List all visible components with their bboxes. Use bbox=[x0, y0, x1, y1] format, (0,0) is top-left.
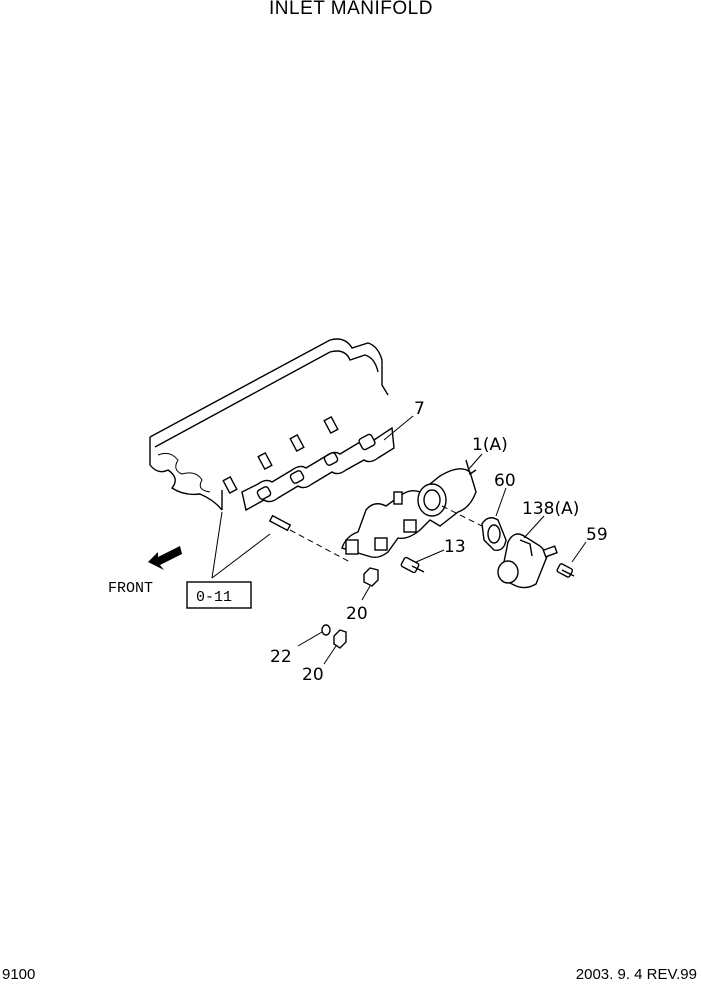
page-title: INLET MANIFOLD bbox=[269, 0, 433, 19]
stud bbox=[268, 514, 351, 563]
bolt bbox=[400, 556, 425, 574]
manifold-gasket bbox=[241, 426, 395, 512]
water-pipe bbox=[497, 533, 558, 589]
pipe-bolt bbox=[556, 563, 575, 578]
nut-lower bbox=[333, 629, 347, 649]
nut-upper bbox=[363, 567, 379, 587]
leader-20-lower bbox=[323, 645, 337, 665]
leader-59 bbox=[571, 541, 587, 563]
flange-gasket bbox=[481, 517, 507, 551]
cylinder-head bbox=[149, 338, 389, 511]
leader-1a bbox=[467, 453, 483, 471]
leader-7 bbox=[383, 415, 414, 441]
callout-59: 59 bbox=[586, 525, 608, 545]
callout-7: 7 bbox=[414, 399, 425, 419]
washer bbox=[321, 624, 331, 636]
callout-60: 60 bbox=[494, 471, 516, 491]
callout-20-upper: 20 bbox=[346, 604, 368, 624]
leader-ref-1 bbox=[211, 511, 223, 579]
callout-1a: 1(A) bbox=[472, 435, 508, 455]
leader-60 bbox=[495, 487, 507, 517]
leader-20-upper bbox=[361, 585, 371, 601]
front-arrow-icon bbox=[148, 546, 182, 570]
page-number: 9100 bbox=[2, 966, 36, 983]
callout-13: 13 bbox=[444, 537, 466, 557]
leader-138a bbox=[523, 515, 545, 539]
front-label: FRONT bbox=[108, 580, 153, 597]
leader-22 bbox=[297, 631, 323, 647]
callout-138a: 138(A) bbox=[522, 499, 579, 519]
leader-13 bbox=[415, 549, 445, 563]
reference-box bbox=[186, 581, 252, 609]
revision-date: 2003. 9. 4 REV.99 bbox=[575, 966, 697, 983]
callout-22: 22 bbox=[270, 647, 292, 667]
leader-ref-2 bbox=[211, 533, 271, 579]
inlet-manifold bbox=[341, 459, 491, 559]
reference-box-label: 0-11 bbox=[196, 589, 232, 606]
callout-20-lower: 20 bbox=[302, 665, 324, 685]
